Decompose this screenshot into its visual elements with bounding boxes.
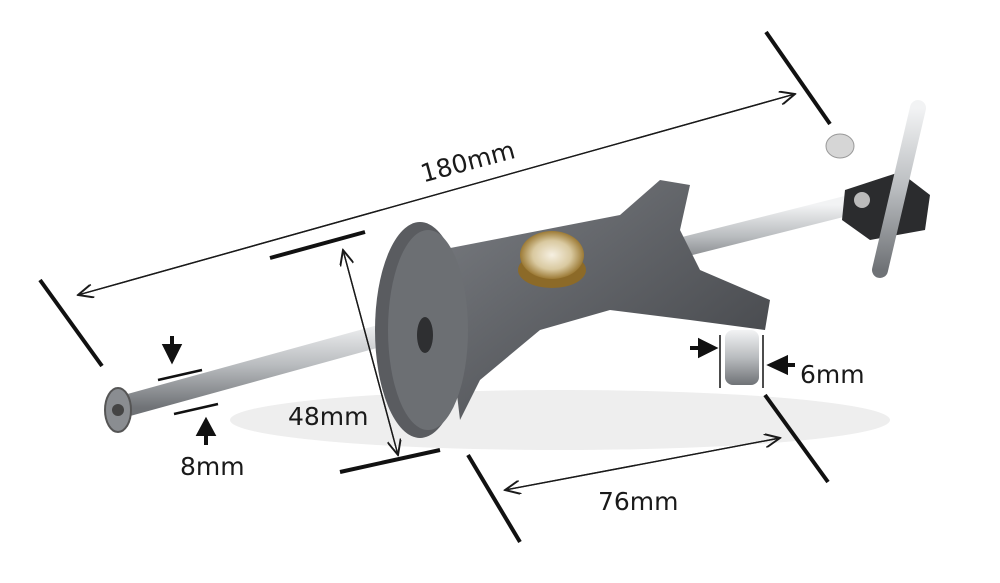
dimension-8mm: 8mm xyxy=(157,336,245,481)
dimension-48mm: 48mm xyxy=(269,230,441,474)
label-76mm: 76mm xyxy=(598,487,679,516)
cutter-pin xyxy=(872,100,926,278)
label-8mm: 8mm xyxy=(180,452,245,481)
cutter-clamp xyxy=(825,100,930,278)
dimension-6mm: 6mm xyxy=(690,335,865,389)
thumb-screw xyxy=(825,133,855,159)
label-6mm: 6mm xyxy=(800,360,865,389)
label-48mm: 48mm xyxy=(288,402,369,431)
label-180mm: 180mm xyxy=(417,135,518,188)
fence-body xyxy=(375,180,770,438)
brass-lock-knob xyxy=(518,231,586,288)
reference-pin xyxy=(725,330,759,385)
dimension-76mm: 76mm xyxy=(466,393,830,544)
